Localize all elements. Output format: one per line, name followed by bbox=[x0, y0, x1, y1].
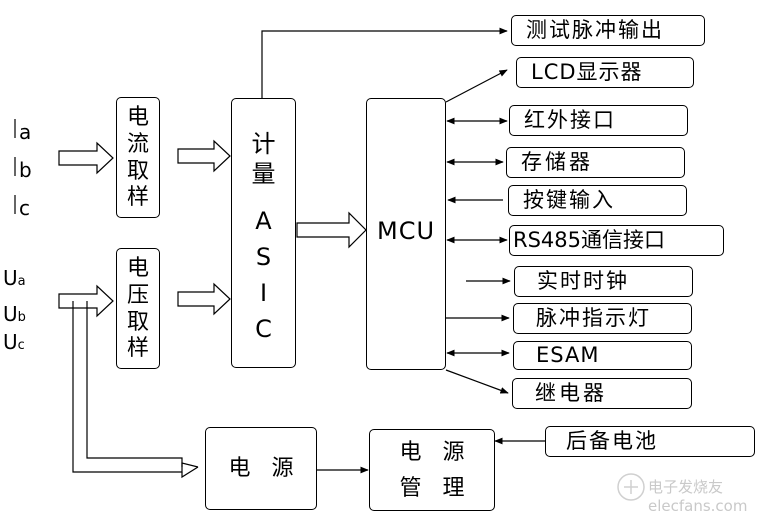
power-label: 电 源 bbox=[228, 456, 294, 481]
voltage-sampling-char-1: 电 bbox=[126, 256, 149, 281]
current-sampling-block: 电 流 取 样 bbox=[116, 97, 160, 218]
current-sampling-char-4: 样 bbox=[126, 185, 149, 211]
infrared-interface-label: 红外接口 bbox=[524, 108, 616, 132]
mcu-label: MCU bbox=[376, 217, 436, 245]
backup-battery-label: 后备电池 bbox=[566, 429, 658, 453]
phase-a-label: a bbox=[19, 120, 32, 144]
voltage-sampling-char-2: 压 bbox=[126, 282, 149, 308]
realtime-clock-box: 实时时钟 bbox=[514, 266, 693, 297]
voltage-sampling-char-4: 样 bbox=[126, 336, 149, 362]
hollow-arrow-current-asic bbox=[177, 139, 231, 173]
hollow-arrow-voltage-in bbox=[58, 284, 114, 318]
hollow-arrow-voltage-asic bbox=[177, 282, 231, 316]
esam-box: ESAM bbox=[513, 341, 692, 370]
asic-letter-a: A bbox=[255, 207, 272, 235]
phase-b-label: b bbox=[19, 158, 32, 182]
key-input-label: 按键输入 bbox=[523, 188, 615, 212]
watermark-text: 电子发烧友 elecfans.com bbox=[648, 478, 748, 515]
storage-box: 存储器 bbox=[506, 147, 685, 178]
metering-asic-block: 计 量 A S I C bbox=[231, 98, 296, 368]
current-sampling-char-2: 流 bbox=[126, 131, 149, 157]
power-block: 电 源 bbox=[205, 427, 317, 510]
realtime-clock-label: 实时时钟 bbox=[537, 269, 629, 293]
mcu-block: MCU bbox=[366, 98, 446, 370]
relay-box: 继电器 bbox=[512, 378, 692, 409]
rs485-interface-box: RS485通信接口 bbox=[509, 225, 724, 256]
pulse-test-output-label: 测试脉冲输出 bbox=[526, 18, 664, 42]
power-management-line-1: 电 源 bbox=[399, 440, 465, 465]
esam-label: ESAM bbox=[536, 343, 600, 367]
pulse-test-output-box: 测试脉冲输出 bbox=[511, 15, 705, 46]
asic-letter-s: S bbox=[255, 243, 272, 271]
storage-label: 存储器 bbox=[521, 150, 593, 174]
backup-battery-box: 后备电池 bbox=[545, 426, 755, 457]
asic-letter-c: C bbox=[255, 315, 272, 343]
pulse-led-box: 脉冲指示灯 bbox=[513, 303, 692, 334]
phase-c-label: c bbox=[19, 196, 30, 220]
infrared-interface-box: 红外接口 bbox=[509, 105, 688, 136]
current-sampling-char-3: 取 bbox=[126, 158, 149, 184]
voltage-uc-label: Uc bbox=[3, 330, 25, 354]
asic-letter-i: I bbox=[259, 279, 268, 307]
watermark-logo bbox=[617, 473, 645, 501]
lcd-display-box: LCD显示器 bbox=[516, 57, 694, 88]
voltage-ub-label: Ub bbox=[3, 302, 26, 326]
key-input-box: 按键输入 bbox=[508, 185, 687, 216]
asic-char-1: 计 bbox=[251, 130, 276, 158]
hollow-arrow-asic-mcu bbox=[296, 211, 367, 249]
asic-char-2: 量 bbox=[251, 160, 276, 188]
relay-label: 继电器 bbox=[535, 381, 607, 405]
voltage-sampling-block: 电 压 取 样 bbox=[116, 248, 160, 369]
hollow-arrow-current-in bbox=[58, 141, 114, 175]
rs485-interface-label: RS485通信接口 bbox=[513, 228, 666, 252]
current-sampling-char-1: 电 bbox=[126, 105, 149, 130]
power-management-block: 电 源 管 理 bbox=[369, 429, 495, 511]
lcd-display-label: LCD显示器 bbox=[531, 60, 643, 84]
power-management-line-2: 管 理 bbox=[399, 476, 465, 501]
pulse-led-label: 脉冲指示灯 bbox=[536, 306, 651, 330]
voltage-sampling-char-3: 取 bbox=[126, 309, 149, 335]
voltage-ua-label: Ua bbox=[3, 266, 26, 290]
